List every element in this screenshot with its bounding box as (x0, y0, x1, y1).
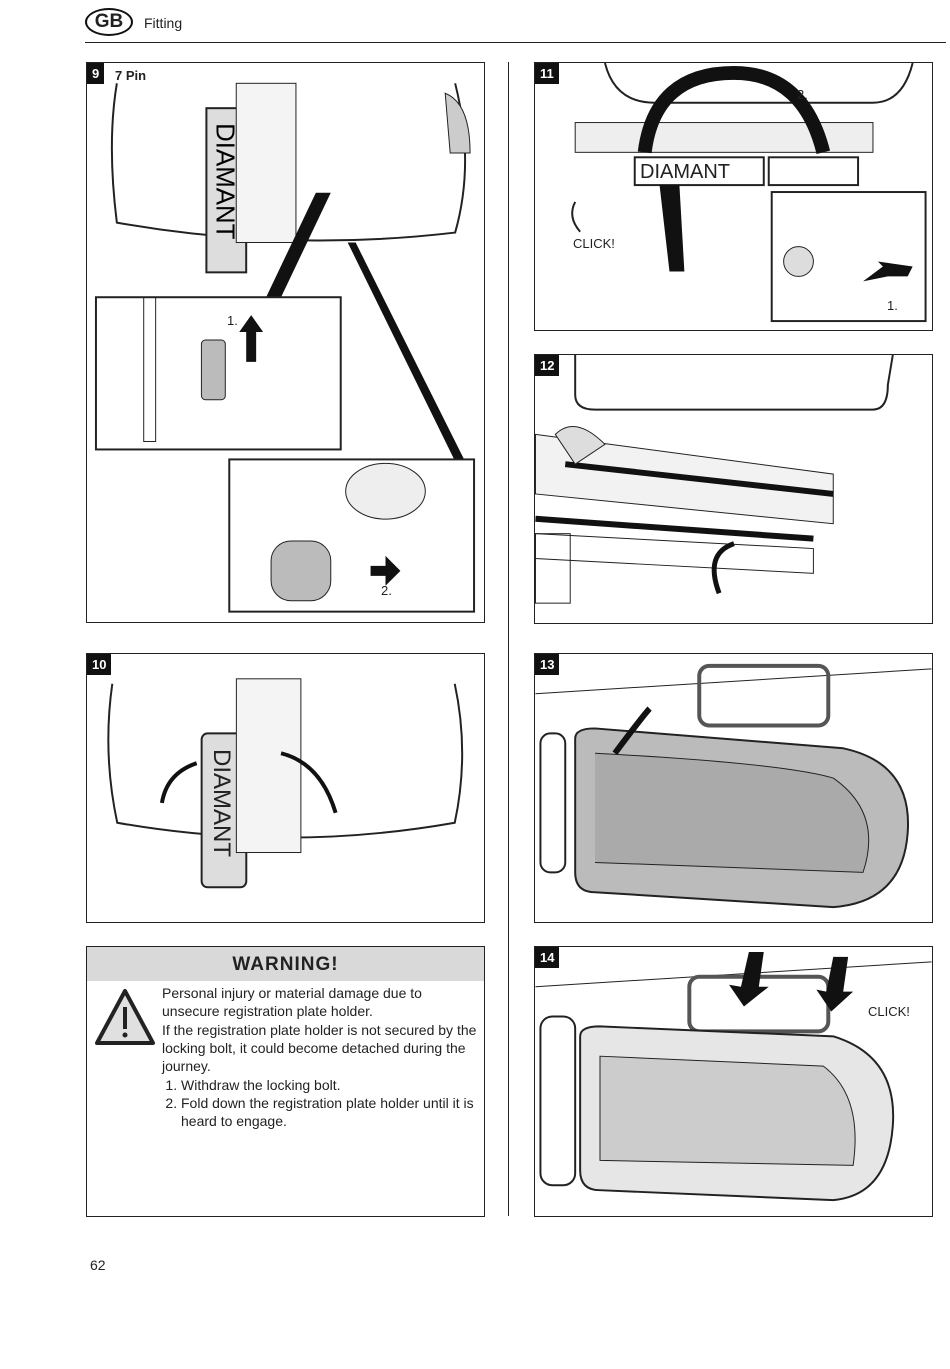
column-divider (508, 62, 509, 1216)
figure-13: 13 (534, 653, 933, 923)
click-label: CLICK! (573, 236, 615, 251)
figure-11: 11 DIAMANT 2. 1. CLICK! (534, 62, 933, 331)
step-1-label: 1. (227, 313, 238, 328)
warning-line: Personal injury or material damage due t… (162, 985, 422, 1019)
figure-caption: 7 Pin (115, 68, 147, 83)
step-2-label: 2. (797, 87, 808, 102)
warning-triangle-icon (95, 989, 155, 1045)
figure-number: 13 (535, 654, 560, 675)
figure-14: 14 CLICK! (534, 946, 933, 1217)
figure-10: 10 DIAMANT (86, 653, 485, 923)
plate-text: DIAMANT (208, 749, 235, 857)
step-1-label: 1. (887, 298, 898, 313)
car-rear-illustration (107, 678, 464, 889)
figure-number: 11 (535, 63, 559, 84)
page-number: 62 (90, 1257, 106, 1273)
language-badge: GB (85, 8, 133, 36)
click-label: CLICK! (868, 1004, 910, 1019)
cover-illustration (535, 951, 932, 1202)
plate-holder-illustration (571, 63, 927, 323)
figure-number: 14 (535, 947, 560, 968)
warning-steps: Withdraw the locking bolt. Fold down the… (162, 1076, 482, 1130)
warning-line: If the registration plate holder is not … (162, 1022, 477, 1074)
warning-title: WARNING! (87, 947, 484, 981)
section-title: Fitting (144, 15, 183, 31)
carrier-rails-illustration (535, 355, 894, 604)
svg-text:DIAMANT: DIAMANT (210, 123, 238, 240)
warning-text: Personal injury or material damage due t… (162, 984, 482, 1130)
figure-number: 9 (87, 63, 105, 84)
car-rear-illustration: DIAMANT (94, 82, 476, 613)
figure-number: 10 (87, 654, 112, 675)
step-2-label: 2. (381, 583, 392, 598)
cover-illustration (535, 663, 932, 909)
warning-step: Withdraw the locking bolt. (181, 1076, 482, 1094)
header-divider (85, 42, 946, 43)
warning-step: Fold down the registration plate holder … (181, 1094, 482, 1130)
warning-box: WARNING! Personal injury or material dam… (86, 946, 485, 1217)
figure-12: 12 (534, 354, 933, 624)
figure-number: 12 (535, 355, 560, 376)
plate-text: DIAMANT (640, 161, 730, 183)
figure-9: 9 7 Pin DIAMANT 1. 2. (86, 62, 485, 623)
